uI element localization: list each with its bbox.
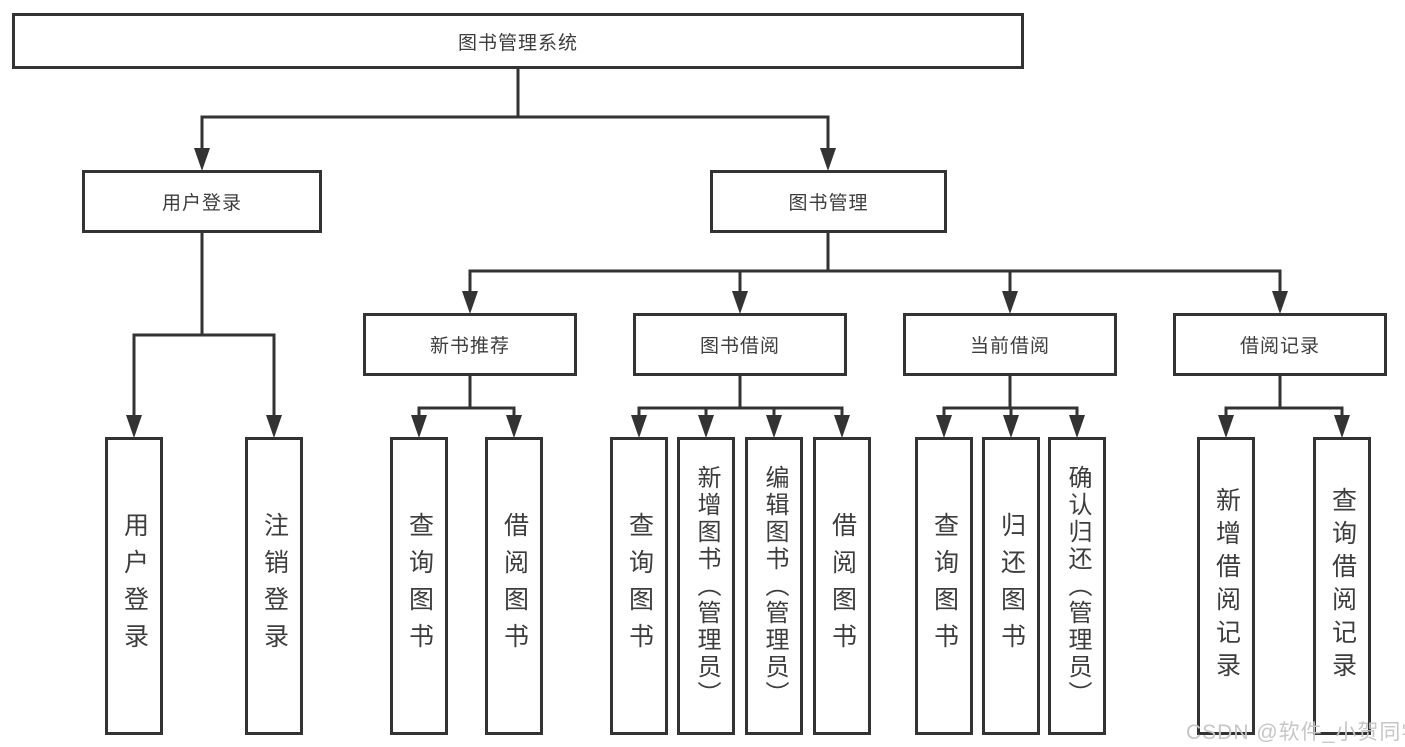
node-book-management: 图书管理	[710, 170, 947, 233]
leaf-label: 查询图书	[930, 512, 959, 660]
leaf-borrow-books-1: 借阅图书	[485, 437, 543, 735]
leaf-label: 新增借阅记录	[1212, 487, 1241, 685]
leaf-label: 查询图书	[405, 512, 434, 660]
leaf-label: 确认归还（管理员）	[1064, 464, 1091, 708]
node-label: 用户登录	[161, 193, 242, 214]
leaf-label: 查询图书	[625, 512, 654, 660]
leaf-return-books: 归还图书	[982, 437, 1040, 735]
arrowheads	[126, 148, 1350, 438]
leaf-borrow-books-2: 借阅图书	[813, 437, 871, 735]
leaf-edit-book-admin: 编辑图书（管理员）	[745, 437, 803, 735]
node-new-book-recommend: 新书推荐	[363, 313, 577, 376]
leaf-label: 注销登录	[260, 512, 289, 660]
leaf-label: 查询借阅记录	[1328, 487, 1357, 685]
node-label: 图书管理系统	[457, 32, 578, 54]
leaf-label: 编辑图书（管理员）	[761, 464, 788, 708]
node-label: 图书管理	[788, 193, 869, 214]
leaf-user-login: 用户登录	[105, 437, 163, 735]
leaf-label: 归还图书	[997, 512, 1026, 660]
node-current-borrowing: 当前借阅	[903, 313, 1117, 376]
node-root: 图书管理系统	[12, 13, 1024, 69]
leaf-confirm-return-admin: 确认归还（管理员）	[1048, 437, 1106, 735]
leaf-query-books-2: 查询图书	[610, 437, 668, 735]
leaf-label: 新增图书（管理员）	[693, 464, 720, 708]
node-label: 当前借阅	[969, 336, 1050, 357]
leaf-label: 借阅图书	[828, 512, 857, 660]
leaf-add-book-admin: 新增图书（管理员）	[677, 437, 735, 735]
leaf-query-books-3: 查询图书	[915, 437, 973, 735]
node-label: 新书推荐	[429, 336, 510, 357]
node-label: 图书借阅	[699, 336, 780, 357]
csdn-watermark: CSDN @软件_小贺同学	[1186, 721, 1405, 744]
leaf-query-books-1: 查询图书	[390, 437, 448, 735]
leaf-query-borrow-record: 查询借阅记录	[1313, 437, 1371, 735]
leaf-label: 用户登录	[120, 512, 149, 660]
node-label: 借阅记录	[1239, 336, 1320, 357]
leaf-add-borrow-record: 新增借阅记录	[1197, 437, 1255, 735]
node-borrow-records: 借阅记录	[1173, 313, 1387, 376]
node-book-borrowing: 图书借阅	[633, 313, 847, 376]
leaf-logout: 注销登录	[245, 437, 303, 735]
node-user-login: 用户登录	[82, 170, 322, 233]
leaf-label: 借阅图书	[500, 512, 529, 660]
